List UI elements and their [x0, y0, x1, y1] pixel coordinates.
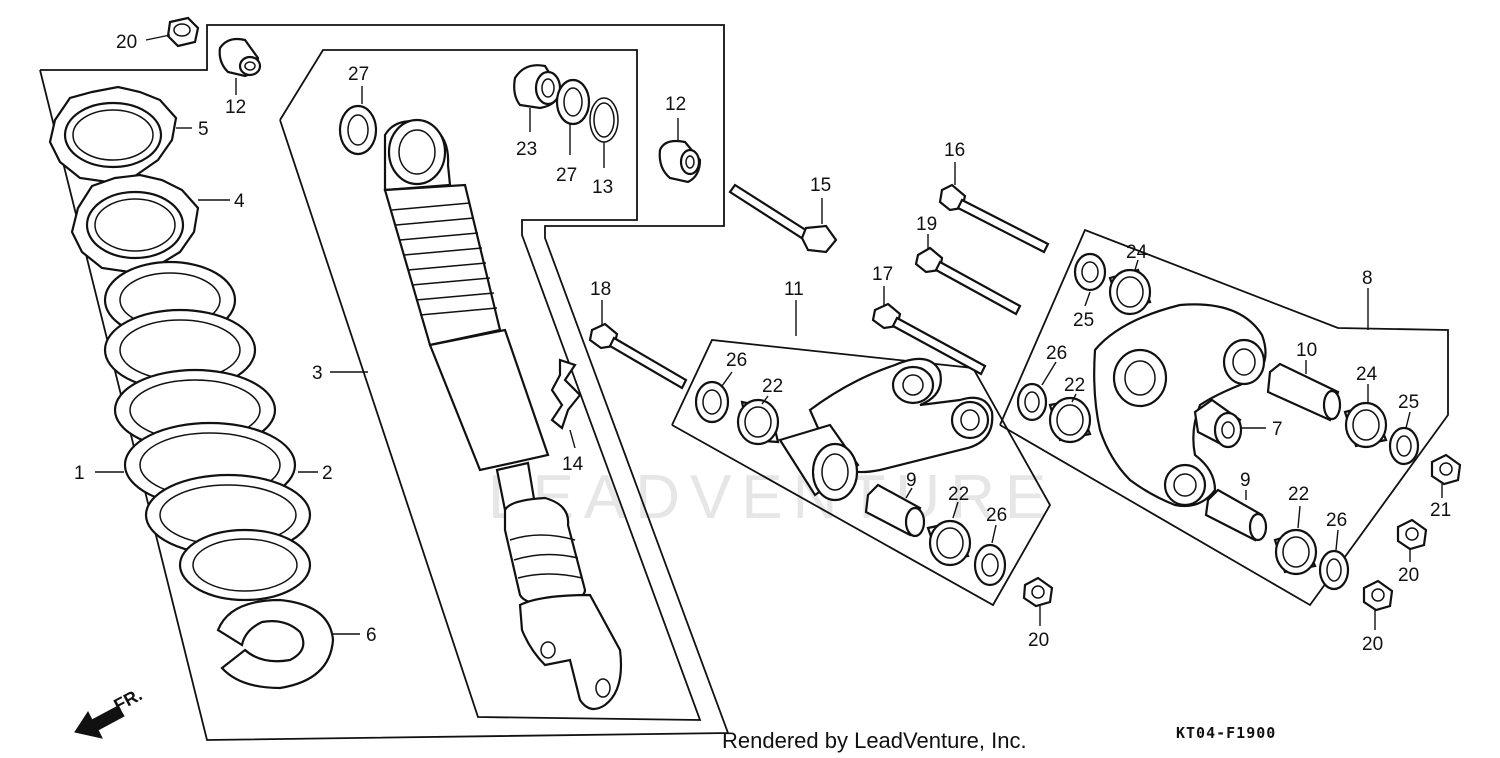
callout-26: 26 [1046, 343, 1067, 364]
seal-25-arm-top [1073, 252, 1107, 292]
flange-nut-20-top [166, 16, 200, 48]
callout-23: 23 [516, 139, 537, 160]
group-frame-link-arm [671, 339, 1052, 607]
needle-bearing-24-arm-top [1108, 268, 1152, 316]
seal-26-arm-left [1016, 382, 1048, 422]
callout-27: 27 [348, 64, 369, 85]
collar-10 [1266, 362, 1342, 422]
lock-nut-5 [48, 85, 178, 184]
flange-nut-21 [1430, 453, 1462, 486]
seal-26-arm-right [1318, 549, 1350, 591]
bolt-17 [871, 302, 987, 376]
callout-20: 20 [1028, 630, 1049, 651]
bolt-15 [728, 183, 838, 254]
cushion-arm-8 [1093, 303, 1267, 508]
callout-26: 26 [1326, 510, 1347, 531]
callout-7: 7 [1272, 419, 1283, 440]
callout-8: 8 [1362, 268, 1373, 289]
callout-11: 11 [784, 279, 804, 300]
callout-22: 22 [762, 376, 783, 397]
spring-seat-6 [216, 598, 335, 690]
callout-5: 5 [198, 119, 209, 140]
needle-bearing-24-arm-right [1343, 401, 1388, 449]
circlip-14 [550, 358, 582, 430]
callout-24: 24 [1126, 242, 1148, 263]
dust-seal-27-left [338, 104, 378, 156]
group-frame-cushion-arm [999, 228, 1449, 607]
callout-26: 26 [726, 350, 747, 371]
callout-1: 1 [74, 463, 85, 484]
bolt-19 [914, 246, 1022, 316]
callout-22: 22 [1288, 484, 1309, 505]
needle-bearing-22-link-left [736, 398, 780, 446]
callout-12: 12 [665, 94, 686, 115]
callout-19: 19 [916, 214, 937, 235]
callout-24: 24 [1356, 364, 1378, 385]
callout-20: 20 [116, 32, 137, 53]
seal-26-link-left [694, 380, 730, 424]
callout-16: 16 [944, 140, 965, 161]
seal-26-link-right [973, 543, 1007, 587]
callout-25: 25 [1073, 310, 1094, 331]
rear-damper-3 [383, 118, 623, 711]
collar-9-link [864, 483, 926, 538]
callout-25: 25 [1398, 392, 1419, 413]
callout-20: 20 [1362, 634, 1383, 655]
seal-25-arm-right [1388, 426, 1420, 466]
shock-spring-2 [103, 260, 312, 602]
needle-bearing-22-arm-left [1048, 396, 1092, 444]
link-arm-11 [778, 357, 994, 502]
flange-nut-20-link [1022, 576, 1054, 608]
rendered-by-credit: Rendered by LeadVenture, Inc. [722, 728, 1027, 753]
bolt-16 [938, 183, 1050, 254]
flange-nut-20-arm-low [1362, 579, 1394, 612]
callout-10: 10 [1296, 340, 1317, 361]
group-frame-damper [279, 49, 702, 721]
bush-23 [513, 64, 562, 110]
callout-2: 2 [322, 463, 333, 484]
flange-nut-20-arm-mid [1396, 518, 1428, 551]
callout-4: 4 [234, 191, 245, 212]
snap-ring-13 [589, 97, 619, 143]
callout-22: 22 [1064, 375, 1085, 396]
diagram-code: KT04-F1900 [1176, 724, 1276, 742]
callout-26: 26 [986, 505, 1007, 526]
callout-12: 12 [225, 97, 246, 118]
callout-21: 21 [1430, 500, 1451, 521]
bush-12-top [218, 37, 262, 78]
dust-seal-27-right [555, 78, 591, 126]
callout-13: 13 [592, 177, 613, 198]
callout-20: 20 [1398, 565, 1419, 586]
callout-14: 14 [562, 454, 584, 475]
bolt-18 [588, 322, 688, 390]
callout-6: 6 [366, 625, 377, 646]
callout-9: 9 [906, 470, 917, 491]
bush-12-right [658, 139, 702, 184]
callout-3: 3 [312, 363, 323, 384]
collar-7 [1193, 398, 1243, 449]
group-frame-shock [39, 24, 730, 741]
callout-15: 15 [810, 175, 831, 196]
callout-18: 18 [590, 279, 611, 300]
callout-27: 27 [556, 165, 577, 186]
callout-22: 22 [948, 484, 969, 505]
front-direction-arrow-icon [74, 705, 125, 739]
needle-bearing-22-arm-right [1273, 528, 1318, 576]
needle-bearing-22-link-right [926, 519, 972, 567]
callout-9: 9 [1240, 470, 1251, 491]
collar-9-arm [1204, 488, 1268, 542]
adjuster-nut-4 [70, 173, 200, 274]
callout-17: 17 [872, 264, 893, 285]
